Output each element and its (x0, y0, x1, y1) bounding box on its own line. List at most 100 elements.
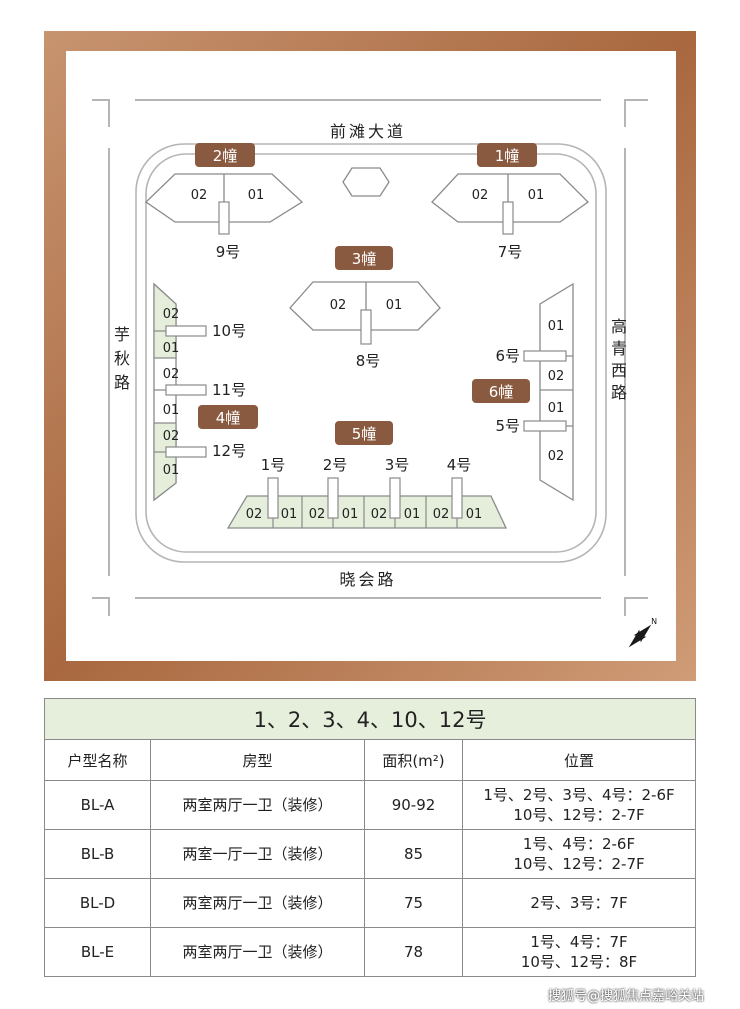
hexagon-feature (342, 167, 390, 197)
building-5-tag: 5幢 (335, 421, 393, 445)
table-row: BL-D 两室两厅一卫（装修） 75 2号、3号：7F (44, 878, 697, 928)
position-line: 1号、4号：2-6F (522, 835, 636, 853)
table-title: 1、2、3、4、10、12号 (43, 698, 697, 740)
position-line: 1号、2号、3号、4号：2-6F (483, 786, 675, 804)
road-label-char: 路 (611, 383, 627, 402)
road-east-label: 高青西路 (611, 317, 627, 402)
unit-table: 1、2、3、4、10、12号 户型名称 房型 面积(m²) 位置 BL-A 两室… (43, 698, 697, 977)
svg-text:N: N (651, 617, 657, 626)
road-south-label: 晓会路 (339, 570, 396, 589)
building-3: 02 01 8号 (289, 281, 441, 370)
building-4-tag: 4幢 (198, 405, 258, 429)
watermark: 搜狐号@搜狐焦点嘉峪关站 (548, 989, 705, 1004)
unit-02: 02 (309, 507, 326, 522)
unit-01: 01 (281, 507, 298, 522)
door-10-label: 10号 (212, 322, 246, 340)
inner-road-inner (145, 153, 597, 553)
door-8-label: 8号 (356, 352, 381, 370)
table-title-row: 1、2、3、4、10、12号 (43, 698, 697, 740)
table-row: BL-A 两室两厅一卫（装修） 90-92 1号、2号、3号、4号：2-6F 1… (44, 780, 697, 830)
unit-01: 01 (548, 401, 565, 416)
unit-01: 01 (163, 463, 180, 478)
building-4-tag-text: 4幢 (216, 409, 241, 427)
road-label-char: 芋 (114, 325, 130, 344)
door-6-label: 6号 (495, 347, 520, 365)
unit-01: 01 (163, 341, 180, 356)
header-area: 面积(m²) (364, 739, 463, 781)
building-2-tag-text: 2幢 (213, 147, 238, 165)
unit-01: 01 (404, 507, 421, 522)
unit-01: 01 (386, 298, 403, 313)
door-5-label: 5号 (495, 417, 520, 435)
cell-name: BL-D (44, 878, 151, 928)
door-1-label: 1号 (261, 456, 286, 474)
cell-area: 78 (364, 927, 463, 977)
header-position: 位置 (461, 739, 697, 781)
building-2: 02 01 9号 (144, 173, 304, 261)
road-label-char: 青 (611, 339, 627, 358)
cell-name: BL-A (44, 780, 151, 830)
inner-road-outer (135, 143, 607, 563)
cell-type: 两室两厅一卫（装修） (150, 780, 365, 830)
svg-text:芋秋路: 芋秋路 (114, 325, 130, 392)
svg-text:高青西路: 高青西路 (611, 317, 627, 402)
door-12-label: 12号 (212, 442, 246, 460)
road-label-char: 秋 (114, 349, 130, 368)
unit-01: 01 (163, 403, 180, 418)
cell-name: BL-B (44, 829, 151, 879)
unit-01: 01 (248, 188, 265, 203)
header-type: 房型 (150, 739, 365, 781)
building-6-tag: 6幢 (472, 379, 530, 403)
unit-02: 02 (548, 369, 565, 384)
position-line: 10号、12号：2-7F (513, 806, 645, 824)
road-label-char: 高 (611, 317, 627, 336)
table-row: BL-B 两室一厅一卫（装修） 85 1号、4号：2-6F 10号、12号：2-… (44, 829, 697, 879)
unit-01: 01 (548, 319, 565, 334)
position-line: 10号、12号：2-7F (513, 855, 645, 873)
cell-position: 2号、3号：7F (461, 878, 697, 928)
unit-02: 02 (472, 188, 489, 203)
unit-02: 02 (371, 507, 388, 522)
table-row: BL-E 两室两厅一卫（装修） 78 1号、4号：7F 10号、12号：8F (44, 927, 697, 977)
unit-02: 02 (246, 507, 263, 522)
cell-type: 两室两厅一卫（装修） (150, 927, 365, 977)
cell-type: 两室两厅一卫（装修） (150, 878, 365, 928)
unit-table-wrap: 1、2、3、4、10、12号 户型名称 房型 面积(m²) 位置 BL-A 两室… (43, 698, 697, 977)
unit-02: 02 (163, 307, 180, 322)
road-label-char: 西 (611, 361, 627, 380)
building-1-tag-text: 1幢 (495, 147, 520, 165)
building-5-tag-text: 5幢 (352, 425, 377, 443)
site-plan: 前滩大道 晓会路 芋秋路 高青西路 02 01 9号 2幢 02 01 7号 1… (44, 31, 696, 681)
road-west-label: 芋秋路 (114, 325, 130, 392)
cell-name: BL-E (44, 927, 151, 977)
unit-02: 02 (191, 188, 208, 203)
building-3-tag: 3幢 (335, 246, 393, 270)
unit-02: 02 (433, 507, 450, 522)
position-line: 1号、4号：7F (530, 933, 628, 951)
building-2-tag: 2幢 (195, 143, 255, 167)
cell-position: 1号、4号：7F 10号、12号：8F (461, 927, 697, 977)
road-lines (92, 99, 648, 616)
door-11-label: 11号 (212, 381, 246, 399)
door-3-label: 3号 (385, 456, 410, 474)
compass-icon: N (628, 617, 657, 648)
door-9-label: 9号 (216, 243, 241, 261)
unit-01: 01 (528, 188, 545, 203)
cell-position: 1号、2号、3号、4号：2-6F 10号、12号：2-7F (461, 780, 697, 830)
position-line: 10号、12号：8F (520, 953, 638, 971)
unit-02: 02 (163, 429, 180, 444)
cell-position: 1号、4号：2-6F 10号、12号：2-7F (461, 829, 697, 879)
cell-area: 90-92 (364, 780, 463, 830)
cell-area: 75 (364, 878, 463, 928)
position-line: 2号、3号：7F (530, 894, 628, 912)
door-7-label: 7号 (498, 243, 523, 261)
unit-02: 02 (330, 298, 347, 313)
cell-type: 两室一厅一卫（装修） (150, 829, 365, 879)
building-3-tag-text: 3幢 (352, 250, 377, 268)
building-5: 02 01 02 01 02 01 02 01 1号 2号 3号 4号 (226, 456, 508, 529)
building-6-tag-text: 6幢 (489, 383, 514, 401)
table-header-row: 户型名称 房型 面积(m²) 位置 (44, 739, 697, 781)
header-name: 户型名称 (44, 739, 151, 781)
door-4-label: 4号 (447, 456, 472, 474)
unit-02: 02 (163, 367, 180, 382)
